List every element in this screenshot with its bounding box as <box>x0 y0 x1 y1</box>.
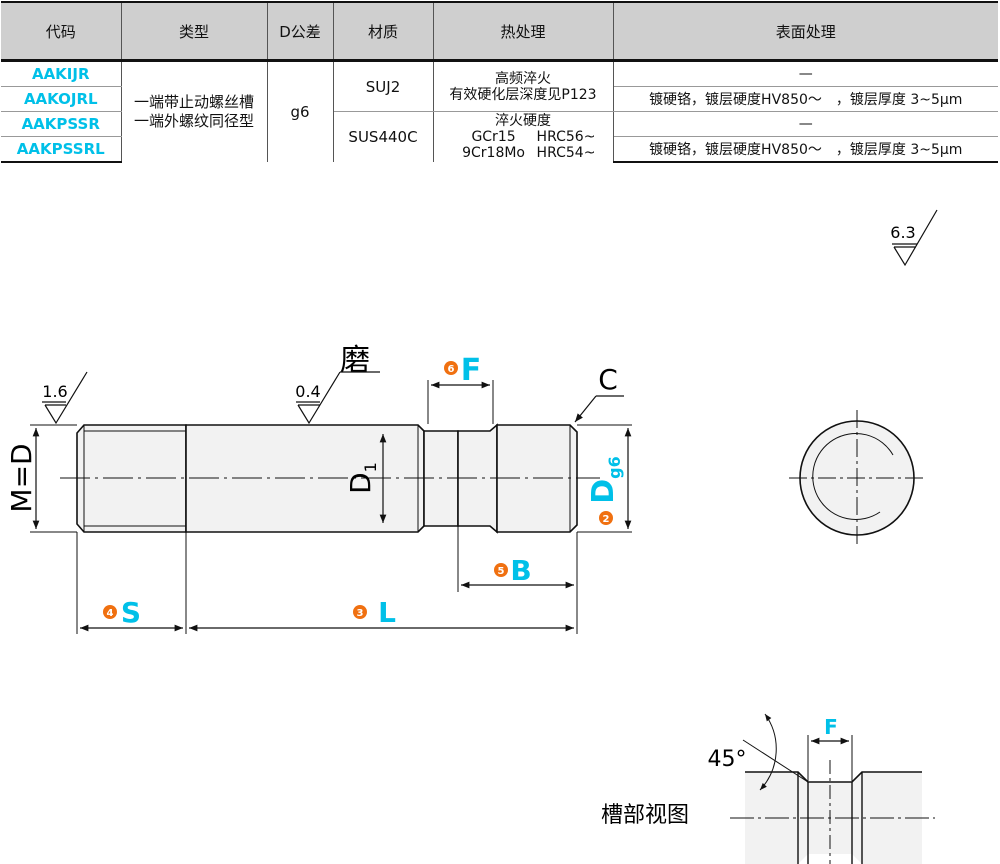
angle-label: 45° <box>708 747 747 772</box>
surface-cell: 镀硬铬，镀层硬度HV850～ ，镀层厚度 3~5μm <box>613 136 998 163</box>
heat-line: 有效硬化层深度见P123 <box>449 86 597 103</box>
heat-grade-row: 9Cr18Mo HRC54~ <box>434 145 613 161</box>
type-line: 一端外螺纹同径型 <box>133 112 254 130</box>
roughness-thread-value: 1.6 <box>42 382 67 401</box>
end-view-thread-arc <box>812 433 894 520</box>
dim-s-label: S <box>121 596 141 629</box>
roughness-symbol-ground: 0.4 <box>295 371 341 425</box>
header-type: 类型 <box>121 1 268 62</box>
svg-text:D1: D1 <box>344 462 380 494</box>
table-header-row: 代码 类型 D公差 材质 热处理 表面处理 <box>1 1 998 62</box>
heat-grade-row: GCr15 HRC56~ <box>434 129 613 145</box>
angle-arc <box>759 713 777 791</box>
dim-d-sub: g6 <box>605 456 624 479</box>
badge-b-number: 5 <box>498 566 505 577</box>
badge-d: 2 <box>599 511 613 525</box>
surface-cell: — <box>613 111 998 137</box>
tolerance-cell: g6 <box>267 60 334 162</box>
groove-detail-top-edge <box>745 771 922 783</box>
header-tolerance: D公差 <box>267 1 334 62</box>
badge-l-number: 3 <box>357 608 364 619</box>
roughness-general-value: 6.3 <box>890 223 915 242</box>
code-cell[interactable]: AAKPSSR <box>1 111 122 137</box>
heat-hrc: HRC54~ <box>536 145 596 161</box>
heat-grade: GCr15 <box>471 129 516 145</box>
material-cell: SUJ2 <box>333 60 434 112</box>
dim-d1: D1 <box>344 462 380 494</box>
code-cell[interactable]: AAKIJR <box>1 60 122 87</box>
code-cell[interactable]: AAKPSSRL <box>1 136 122 163</box>
end-view <box>789 410 925 546</box>
heat-hrc: HRC56~ <box>536 129 596 145</box>
table-row: AAKPSSR SUS440C 淬火硬度 GCr15 HRC56~ 9Cr18Mo… <box>1 111 998 162</box>
roughness-symbol-thread: 1.6 <box>42 371 88 425</box>
badge-s: 4 <box>103 605 117 619</box>
table-row: AAKIJR 一端带止动螺丝槽 一端外螺纹同径型 g6 SUJ2 高频淬火 有效… <box>1 60 998 162</box>
heat-title: 淬火硬度 <box>495 113 551 129</box>
type-cell: 一端带止动螺丝槽 一端外螺纹同径型 <box>121 60 268 162</box>
code-cell[interactable]: AAKOJRL <box>1 86 122 112</box>
groove-detail: F 45° 槽部视图 <box>601 713 935 864</box>
header-material: 材质 <box>333 1 434 62</box>
heat-cell: 高频淬火 有效硬化层深度见P123 <box>433 60 614 112</box>
svg-text:Dg6: Dg6 <box>586 456 624 504</box>
chamfer-leader <box>574 395 597 423</box>
groove-f-label: F <box>824 715 838 739</box>
header-surface: 表面处理 <box>613 1 998 62</box>
roughness-ground-value: 0.4 <box>295 382 320 401</box>
heat-cell: 淬火硬度 GCr15 HRC56~ 9Cr18Mo HRC54~ <box>433 111 614 162</box>
header-heat: 热处理 <box>433 1 614 62</box>
badge-f: 6 <box>444 361 458 375</box>
dim-m-label: M=D <box>5 443 38 512</box>
spec-table: 代码 类型 D公差 材质 热处理 表面处理 AAKIJR 一端带止动螺丝槽 一端… <box>1 1 998 163</box>
dim-b-label: B <box>510 554 531 587</box>
dim-f-label: F <box>461 353 482 388</box>
dim-d1-sub: 1 <box>361 462 380 472</box>
heat-line: 高频淬火 <box>495 70 551 87</box>
badge-f-number: 6 <box>448 364 455 375</box>
header-code: 代码 <box>1 1 122 62</box>
dim-d1-main: D <box>344 472 377 494</box>
dim-d-main: D <box>586 479 621 504</box>
badge-l: 3 <box>353 605 367 619</box>
dim-d: Dg6 <box>586 456 624 504</box>
type-line: 一端带止动螺丝槽 <box>133 93 254 111</box>
heat-grade: 9Cr18Mo <box>462 145 525 161</box>
surface-cell: — <box>613 60 998 87</box>
chamfer-label: C <box>598 363 618 396</box>
table-row: AAKPSSRL 镀硬铬，镀层硬度HV850～ ，镀层厚度 3~5μm <box>1 136 998 163</box>
badge-b: 5 <box>494 563 508 577</box>
dim-l-label: L <box>378 596 396 629</box>
roughness-symbol-general: 6.3 <box>890 209 938 267</box>
surface-cell: 镀硬铬，镀层硬度HV850～ ，镀层厚度 3~5μm <box>613 86 998 112</box>
grind-label: 磨 <box>340 343 370 378</box>
table-row: AAKOJRL 镀硬铬，镀层硬度HV850～ ，镀层厚度 3~5μm <box>1 86 998 112</box>
groove-detail-fill <box>745 772 922 864</box>
material-cell: SUS440C <box>333 111 434 162</box>
badge-s-number: 4 <box>107 608 114 619</box>
badge-d-number: 2 <box>603 514 610 525</box>
groove-view-title: 槽部视图 <box>601 803 689 828</box>
